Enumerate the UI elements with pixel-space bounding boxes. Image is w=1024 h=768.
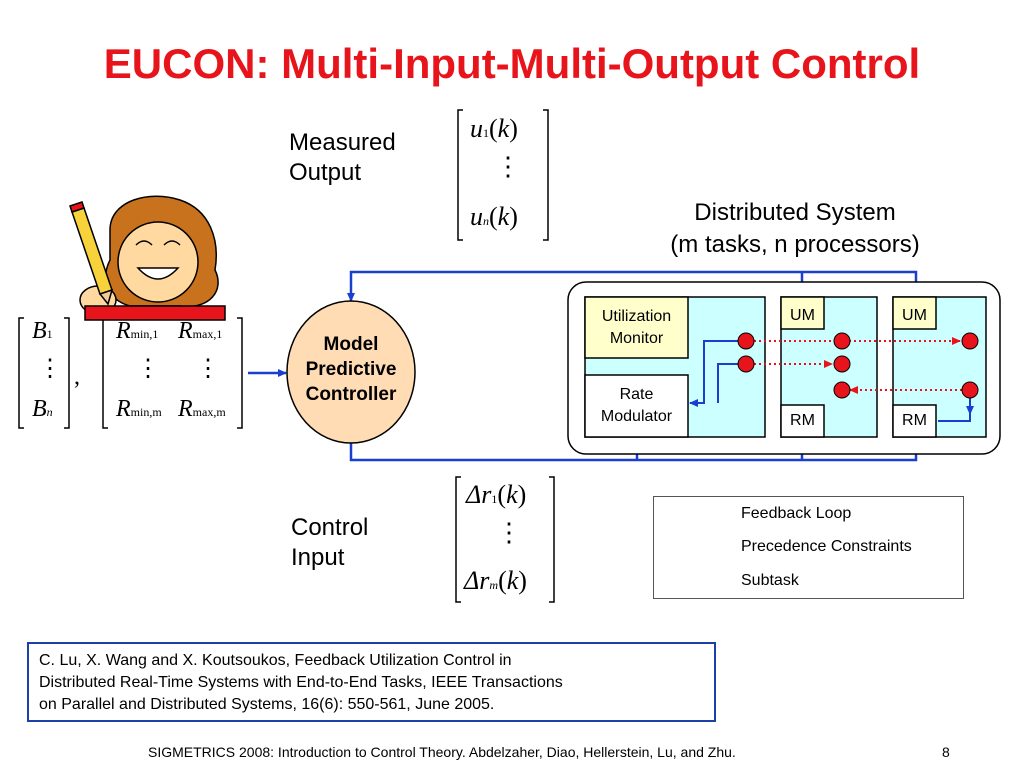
rm-label-3: RM xyxy=(902,412,927,429)
um-box-2 xyxy=(780,296,825,330)
measured-vdots: ⋮ xyxy=(495,152,521,181)
footer-text: SIGMETRICS 2008: Introduction to Control… xyxy=(148,744,736,760)
bn-entry: Bn xyxy=(32,396,53,422)
legend: Feedback Loop Precedence Constraints Sub… xyxy=(653,496,964,599)
utilization-monitor-label: Utilization Monitor xyxy=(601,308,672,347)
legend-precedence-label: Precedence Constraints xyxy=(741,538,912,555)
page-number: 8 xyxy=(942,744,950,760)
legend-feedback-label: Feedback Loop xyxy=(741,505,852,522)
rm-box-3 xyxy=(892,404,937,438)
mpc-ellipse xyxy=(286,300,416,444)
measured-output-label: Measured Output xyxy=(289,129,396,186)
um-box-3 xyxy=(892,296,937,330)
slide-title: EUCON: Multi-Input-Multi-Output Control xyxy=(103,40,921,87)
r1-entry: Δr1(k) xyxy=(466,480,527,509)
rminm-entry: Rmin,m xyxy=(116,396,162,422)
legend-subtask-label: Subtask xyxy=(741,572,799,589)
citation-box: C. Lu, X. Wang and X. Koutsoukos, Feedba… xyxy=(27,642,716,722)
comma: , xyxy=(74,364,80,390)
b1-entry: B1 xyxy=(32,318,53,344)
control-vdots: ⋮ xyxy=(496,518,522,547)
control-input-vector-brackets xyxy=(455,476,555,603)
utilization-monitor-box xyxy=(584,296,689,359)
mpc-label: Model Predictive Controller xyxy=(305,334,397,405)
un-entry: un(k) xyxy=(470,202,518,231)
um-label-2: UM xyxy=(790,307,815,324)
bounds-vdots: ⋮ xyxy=(38,356,62,382)
u1-entry: u1(k) xyxy=(470,114,518,143)
um-label-3: UM xyxy=(902,307,927,324)
rm-entry: Δrm(k) xyxy=(464,566,527,595)
person-clipart xyxy=(69,195,226,321)
rmax-vdots: ⋮ xyxy=(196,356,220,382)
measured-output-vector-brackets xyxy=(457,109,549,241)
subtasks xyxy=(737,332,979,399)
rmaxm-entry: Rmax,m xyxy=(178,396,226,422)
rm-label-2: RM xyxy=(790,412,815,429)
rmin1-entry: Rmin,1 xyxy=(116,318,159,344)
rmin-vdots: ⋮ xyxy=(136,356,160,382)
bounds-vector-brackets xyxy=(18,317,70,429)
rm-box-2 xyxy=(780,404,825,438)
precedence-constraints xyxy=(754,337,962,394)
rate-modulator-label: Rate Modulator xyxy=(600,386,673,425)
control-input-label: Control Input xyxy=(291,514,369,571)
distributed-system-label: Distributed System (m tasks, n processor… xyxy=(670,199,920,258)
rate-modulator-box xyxy=(584,374,689,438)
rmax1-entry: Rmax,1 xyxy=(178,318,223,344)
